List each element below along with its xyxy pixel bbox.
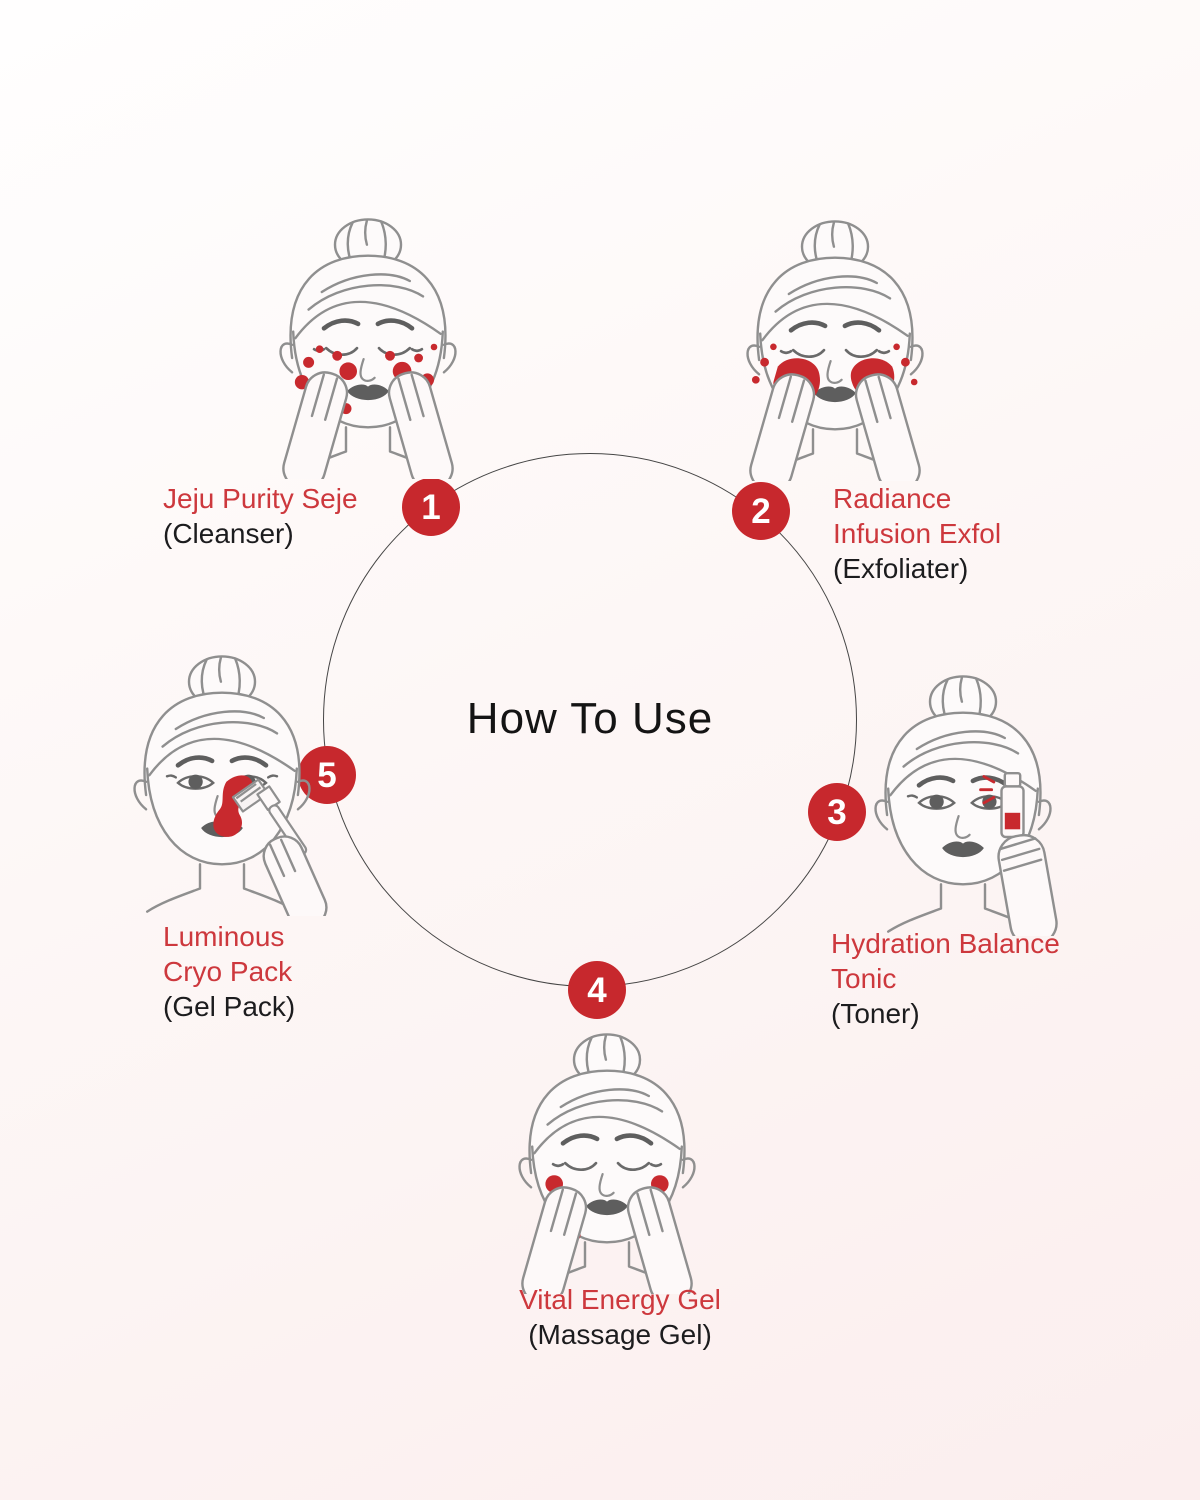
step-1-product-name: Jeju Purity Seje [163, 483, 358, 514]
step-4-label: Vital Energy Gel (Massage Gel) [440, 1282, 800, 1352]
step-5-label: Luminous Cryo Pack (Gel Pack) [163, 919, 338, 1024]
step-3-product-name: Hydration Balance Tonic [831, 928, 1060, 994]
step-4-illustration-woman-massaging-gel [516, 1030, 698, 1294]
step-3-label: Hydration Balance Tonic (Toner) [831, 926, 1076, 1031]
step-3-number-badge: 3 [808, 783, 866, 841]
step-2-number-badge: 2 [732, 482, 790, 540]
step-4-number-badge: 4 [568, 961, 626, 1019]
step-5-product-name: Luminous Cryo Pack [163, 921, 293, 987]
step-3-illustration-woman-spraying-toner [853, 672, 1058, 936]
step-4-product-type: (Massage Gel) [528, 1319, 712, 1350]
step-5-illustration-woman-gel-pack-brush [112, 652, 328, 916]
step-1-illustration-woman-cleansing-foam [277, 215, 459, 479]
step-1-product-type: (Cleanser) [163, 518, 294, 549]
step-2-illustration-woman-wiping-pads [744, 217, 926, 481]
step-4-product-name: Vital Energy Gel [519, 1284, 721, 1315]
step-5-product-type: (Gel Pack) [163, 991, 296, 1022]
step-1-number-badge: 1 [402, 478, 460, 536]
step-2-product-name: Radiance Infusion Exfol [833, 483, 1002, 549]
step-2-product-type: (Exfoliater) [833, 553, 969, 584]
page-title: How To Use [466, 694, 714, 743]
step-1-label: Jeju Purity Seje (Cleanser) [163, 481, 433, 551]
step-2-label: Radiance Infusion Exfol (Exfoliater) [833, 481, 1053, 586]
step-3-product-type: (Toner) [831, 998, 920, 1029]
